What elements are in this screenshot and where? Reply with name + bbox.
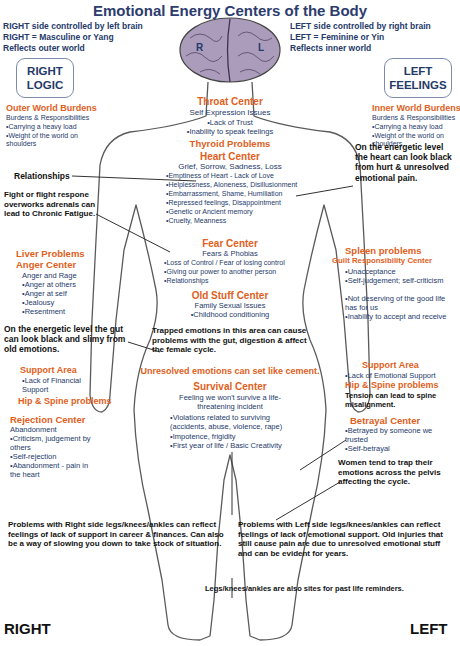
text-label: •Anger at others	[22, 280, 76, 289]
text-label: •Emptiness of Heart - Lack of Love	[166, 172, 274, 180]
text-label: •Resentment	[22, 307, 65, 316]
text-label: Unresolved emotions can set like cement.	[130, 366, 330, 377]
text-label: •Self-judgement; self-criticism	[345, 276, 450, 285]
text-label: Burdens & Responsibilities	[6, 114, 89, 122]
text-label: Fears & Phobias	[160, 249, 300, 258]
text-label: •Giving our power to another person	[164, 268, 276, 276]
text-label: Women tend to trap their emotions across…	[338, 458, 456, 487]
leader-line	[296, 186, 353, 196]
text-label: Trapped emotions in this area can cause …	[152, 326, 317, 355]
text-label: Abandonment	[10, 425, 57, 434]
leader-line	[276, 482, 340, 520]
text-label: Support Area	[362, 360, 419, 371]
box-label: LEFT FEELINGS	[385, 64, 451, 93]
text-label: On the energetic level the heart can loo…	[355, 142, 455, 183]
text-label: •Loss of Control / Fear of losing contro…	[164, 259, 285, 267]
text-label: •Embarrassment, Shame, Humiliation	[166, 190, 282, 198]
text-label: Burdens & Responsibilities	[372, 114, 455, 122]
text-label: Betrayal Center	[350, 415, 420, 426]
text-label: •First year of life / Basic Creativity	[170, 441, 282, 450]
text-label: Liver Problems	[16, 248, 85, 259]
text-label: •Impotence, frigidity	[170, 432, 236, 441]
text-label: •Childhood conditioning	[160, 310, 300, 319]
text-label: •Violations related to surviving (accide…	[170, 413, 300, 431]
text-label: On the energetic level the gut can look …	[4, 324, 132, 355]
text-label: Survival Center	[160, 381, 300, 393]
label-box: LEFT FEELINGS	[384, 58, 452, 98]
text-label: Heart Center	[160, 151, 300, 163]
text-label: Feeling we won't survive a life-threaten…	[165, 393, 295, 411]
text-label: •Jealousy	[22, 298, 54, 307]
leader-line	[232, 452, 233, 515]
text-label: LEFT = Feminine or Yin	[290, 32, 384, 42]
text-label: •Lack of Financial Support	[22, 376, 92, 394]
text-label: Throat Center	[160, 96, 300, 108]
brain-shape	[180, 18, 280, 82]
text-label: •Inability to speak feelings	[160, 127, 300, 136]
text-label: Old Stuff Center	[160, 290, 300, 302]
leader-line	[96, 214, 170, 252]
box-label: RIGHT LOGIC	[17, 64, 73, 93]
text-label: •Relationships	[164, 277, 208, 285]
text-label: •Self-rejection	[10, 452, 56, 461]
text-label: RIGHT = Masculine or Yang	[3, 32, 114, 42]
text-label: •Inability to accept and receive	[345, 312, 450, 321]
text-label: Hip & Spine problems	[345, 380, 439, 391]
text-label: Inner World Burdens	[372, 103, 460, 114]
text-label: Hip & Spine problems	[18, 396, 112, 407]
text-label: •Abandonment - pain in the heart	[10, 461, 98, 479]
text-label: •Criticism, judgement by others	[10, 434, 98, 452]
text-label: •Anger at self	[22, 289, 67, 298]
text-label: Support Area	[20, 365, 77, 376]
text-label: •Helplessness, Aloneness, Disillusionmen…	[166, 181, 297, 189]
text-label: •Repressed feelings, Disappointment	[166, 199, 281, 207]
text-label: •Lack of Emotional Support	[345, 371, 436, 380]
text-label: •Carrying a heavy load	[372, 123, 443, 131]
text-label: Tension can lead to spine misalignment.	[345, 391, 455, 409]
label-box: RIGHT LOGIC	[16, 58, 74, 98]
text-label: Grief, Sorrow, Sadness, Loss	[160, 162, 300, 172]
text-label: Guilt Responsibility Center	[332, 256, 432, 265]
diagram-title: Emotional Energy Centers of the Body	[0, 2, 460, 20]
text-label: •Self-betrayal	[345, 444, 390, 453]
text-label: Relationships	[14, 171, 70, 181]
text-label: •Genetic or Ancient memory	[166, 208, 253, 216]
text-label: Thyroid Problems	[160, 138, 300, 149]
text-label: Reflects outer world	[3, 43, 85, 53]
text-label: Problems with Left side legs/knees/ankle…	[238, 520, 456, 558]
text-label: •Unacceptance	[345, 267, 396, 276]
text-label: Fight or flight respone overworks adrena…	[4, 190, 102, 219]
text-label: RIGHT	[4, 620, 51, 638]
text-label: Legs/knees/ankles are also sites for pas…	[205, 584, 455, 593]
text-label: •Weight of the world on shoulders	[6, 132, 86, 149]
text-label: Fear Center	[160, 238, 300, 250]
text-label: R	[196, 42, 203, 54]
text-label: Self Expression Issues	[160, 108, 300, 118]
text-label: •Betrayed by someone we trusted	[345, 426, 440, 444]
text-label: Spleen problems	[345, 245, 422, 256]
text-label: Problems with Right side legs/knees/ankl…	[8, 520, 226, 549]
text-label: LEFT	[410, 620, 448, 638]
text-label: RIGHT side controlled by left brain	[3, 21, 143, 31]
brain-gyri	[186, 32, 274, 74]
text-label: Outer World Burdens	[6, 103, 97, 114]
text-label: •Carrying a heavy load	[6, 123, 77, 131]
text-label: •Lack of Trust	[160, 118, 300, 127]
text-label: LEFT side controlled by right brain	[290, 21, 431, 31]
text-label: •Cruelty, Meanness	[166, 217, 226, 225]
text-label: Family Sexual Issues	[160, 301, 300, 310]
text-label: Rejection Center	[10, 414, 86, 425]
text-label: Anger Center	[16, 259, 76, 270]
text-label: L	[258, 42, 264, 54]
brain-midline	[228, 19, 231, 82]
text-label: Anger and Rage	[22, 271, 77, 280]
text-label: Reflects inner world	[290, 43, 371, 53]
text-label: •Not deserving of the good life has for …	[345, 294, 450, 312]
